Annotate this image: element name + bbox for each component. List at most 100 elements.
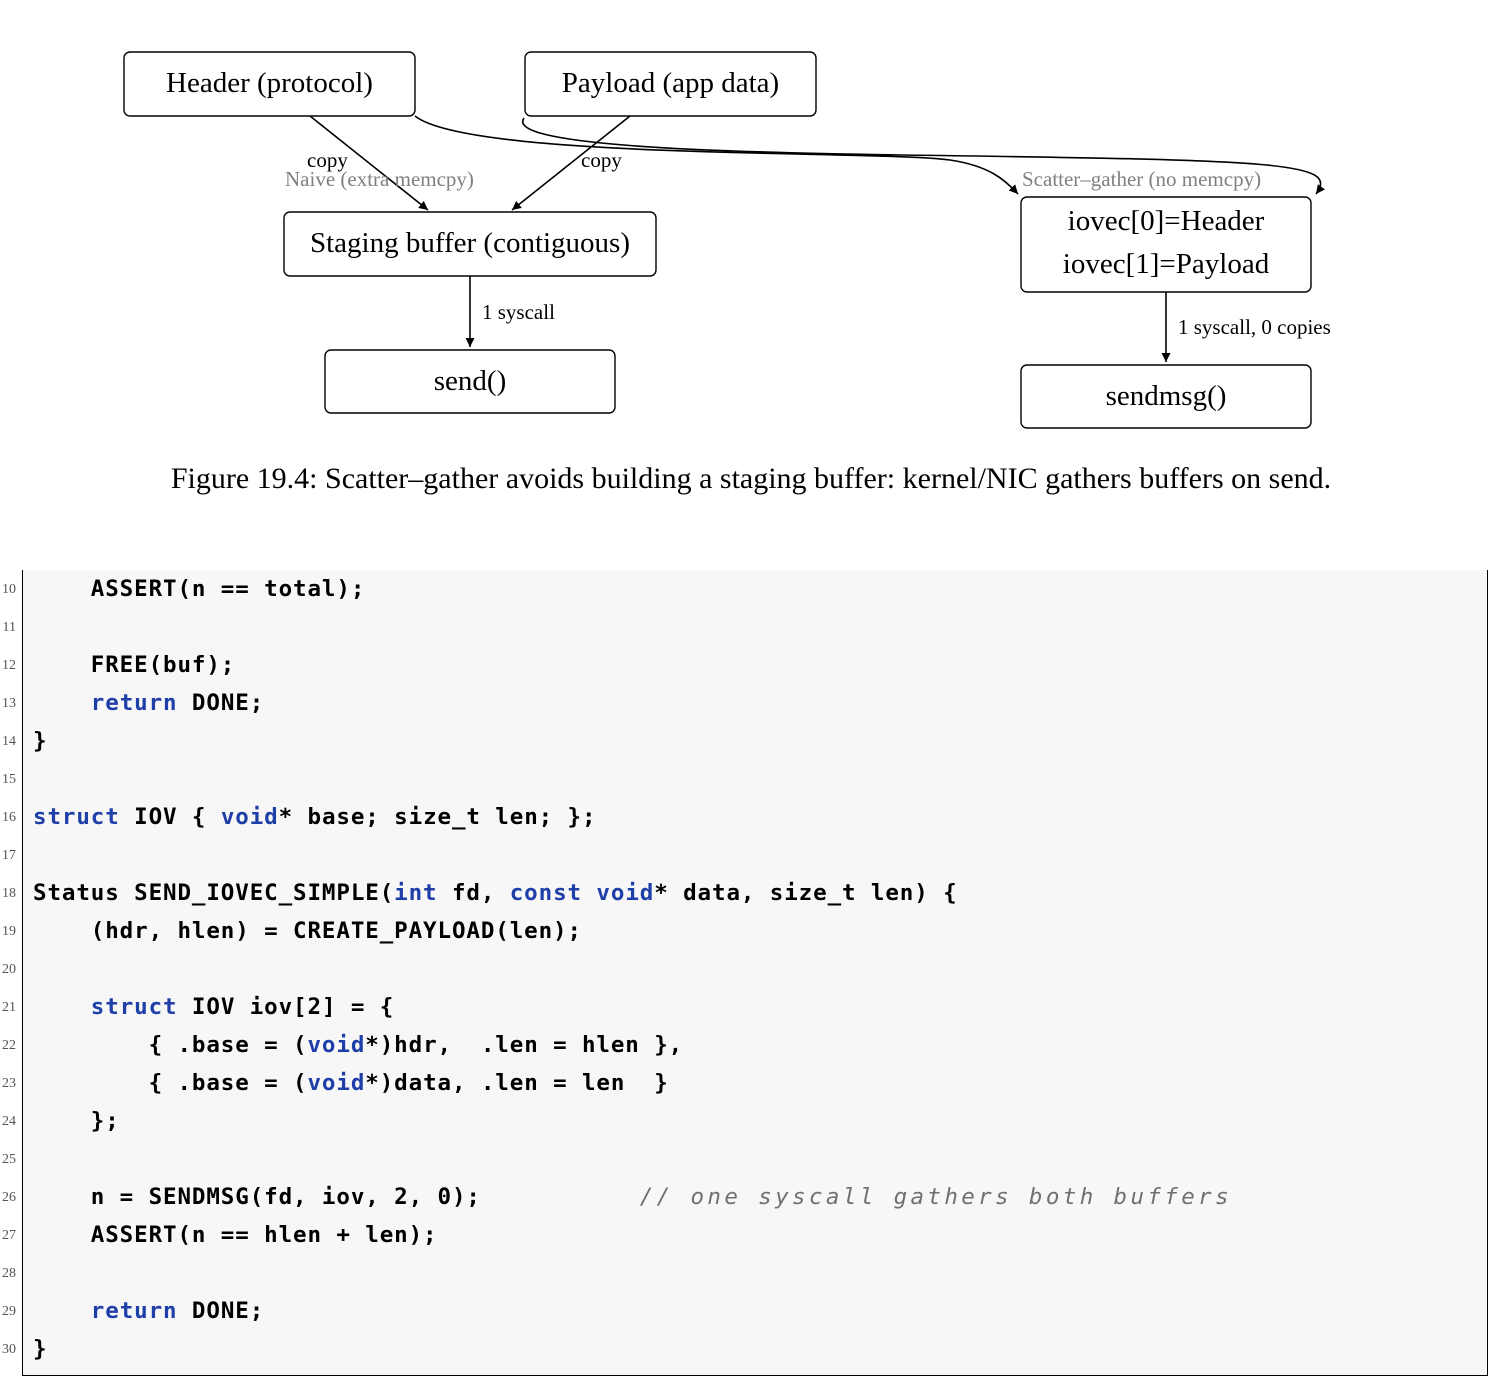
code-line: 29 return DONE; bbox=[0, 1292, 1502, 1330]
code-text: { .base = (void*)hdr, .len = hlen }, bbox=[33, 1026, 683, 1064]
node-header: Header (protocol) bbox=[123, 51, 416, 117]
code-text: }; bbox=[33, 1102, 120, 1140]
code-keyword: return bbox=[90, 690, 178, 716]
code-line: 18 Status SEND_IOVEC_SIMPLE(int fd, const… bbox=[0, 874, 1502, 912]
code-line: 28 bbox=[0, 1254, 1502, 1292]
node-header-label: Header (protocol) bbox=[166, 67, 373, 99]
node-staging-buffer-label: Staging buffer (contiguous) bbox=[310, 227, 630, 259]
node-sendmsg-label: sendmsg() bbox=[1106, 380, 1227, 412]
code-listing bbox=[22, 570, 1488, 1376]
code-token: fd, bbox=[437, 880, 510, 906]
code-token: } bbox=[33, 1336, 48, 1362]
line-number: 30 bbox=[2, 1342, 16, 1357]
code-token: DONE; bbox=[177, 690, 265, 716]
code-token: FREE(buf); bbox=[33, 652, 236, 678]
code-token: DONE; bbox=[177, 1298, 265, 1324]
node-iovec: iovec[0]=Header iovec[1]=Payload bbox=[1020, 196, 1312, 293]
code-text: return DONE; bbox=[33, 1292, 264, 1330]
code-keyword: int bbox=[394, 880, 438, 906]
code-line: 30} bbox=[0, 1330, 1502, 1368]
code-keyword: struct bbox=[90, 994, 178, 1020]
line-number: 27 bbox=[2, 1228, 16, 1243]
code-line: 21 struct IOV iov[2] = { bbox=[0, 988, 1502, 1026]
code-line: 26 n = SENDMSG(fd, iov, 2, 0); // one sy… bbox=[0, 1178, 1502, 1216]
code-line: 14} bbox=[0, 722, 1502, 760]
code-token: { .base = ( bbox=[33, 1032, 308, 1058]
code-line: 17 bbox=[0, 836, 1502, 874]
edge-payload-to-iovec bbox=[521, 117, 1325, 195]
node-iovec-line1: iovec[0]=Header bbox=[1068, 205, 1265, 237]
edge-header-to-iovec bbox=[414, 115, 1019, 195]
line-number: 22 bbox=[2, 1038, 16, 1053]
code-line: 13 return DONE; bbox=[0, 684, 1502, 722]
code-token: (hdr, hlen) = CREATE_PAYLOAD(len); bbox=[33, 918, 582, 944]
group-label-scatter-gather: Scatter–gather (no memcpy) bbox=[1022, 167, 1261, 191]
line-number: 10 bbox=[2, 582, 16, 597]
edge-label-copy-right: copy bbox=[581, 148, 622, 172]
code-text: (hdr, hlen) = CREATE_PAYLOAD(len); bbox=[33, 912, 582, 950]
group-label-naive: Naive (extra memcpy) bbox=[285, 167, 474, 191]
edge-payload-to-staging bbox=[511, 115, 631, 211]
code-text: struct IOV { void* base; size_t len; }; bbox=[33, 798, 596, 836]
code-text: return DONE; bbox=[33, 684, 264, 722]
code-token: IOV { bbox=[119, 804, 221, 830]
edge-label-copy-left: copy bbox=[307, 148, 348, 172]
code-text: Status SEND_IOVEC_SIMPLE(int fd, const v… bbox=[33, 874, 958, 912]
code-token: } bbox=[33, 728, 48, 754]
code-token bbox=[33, 690, 91, 716]
node-staging-buffer: Staging buffer (contiguous) bbox=[283, 211, 657, 277]
code-text: FREE(buf); bbox=[33, 646, 235, 684]
code-token: Status SEND_IOVEC_SIMPLE( bbox=[33, 880, 395, 906]
code-text: } bbox=[33, 722, 47, 760]
line-number: 14 bbox=[2, 734, 16, 749]
code-comment: // one syscall gathers both buffers bbox=[639, 1184, 1232, 1210]
code-text: ASSERT(n == hlen + len); bbox=[33, 1216, 438, 1254]
code-token: { .base = ( bbox=[33, 1070, 308, 1096]
code-line: 19 (hdr, hlen) = CREATE_PAYLOAD(len); bbox=[0, 912, 1502, 950]
code-text: ASSERT(n == total); bbox=[33, 570, 365, 608]
code-token: * data, size_t len) { bbox=[654, 880, 958, 906]
edge-label-one-syscall: 1 syscall bbox=[482, 300, 555, 324]
line-number: 12 bbox=[2, 658, 16, 673]
code-text: struct IOV iov[2] = { bbox=[33, 988, 394, 1026]
node-payload-label: Payload (app data) bbox=[562, 67, 779, 99]
line-number: 24 bbox=[2, 1114, 16, 1129]
code-keyword: void bbox=[307, 1032, 366, 1058]
line-number: 16 bbox=[2, 810, 16, 825]
line-number: 13 bbox=[2, 696, 16, 711]
code-token: }; bbox=[33, 1108, 120, 1134]
code-line: 23 { .base = (void*)data, .len = len } bbox=[0, 1064, 1502, 1102]
code-keyword: void bbox=[307, 1070, 366, 1096]
node-send-label: send() bbox=[434, 365, 506, 397]
code-line: 25 bbox=[0, 1140, 1502, 1178]
code-token: * base; size_t len; }; bbox=[278, 804, 597, 830]
code-token: n = SENDMSG(fd, iov, 2, 0); bbox=[33, 1184, 640, 1210]
code-token: IOV iov[2] = { bbox=[177, 994, 395, 1020]
code-keyword: struct bbox=[33, 804, 120, 830]
line-number: 11 bbox=[2, 620, 16, 635]
code-keyword: const bbox=[509, 880, 582, 906]
edge-header-to-staging bbox=[309, 115, 429, 211]
code-line: 22 { .base = (void*)hdr, .len = hlen }, bbox=[0, 1026, 1502, 1064]
code-text: } bbox=[33, 1330, 47, 1368]
code-token: ASSERT(n == total); bbox=[33, 576, 366, 602]
line-number: 20 bbox=[2, 962, 16, 977]
line-number: 19 bbox=[2, 924, 16, 939]
code-text: n = SENDMSG(fd, iov, 2, 0); // one sysca… bbox=[33, 1178, 1232, 1216]
line-number: 15 bbox=[2, 772, 16, 787]
line-number: 21 bbox=[2, 1000, 16, 1015]
code-token: ASSERT(n == hlen + len); bbox=[33, 1222, 438, 1248]
code-token bbox=[582, 880, 596, 906]
line-number: 25 bbox=[2, 1152, 16, 1167]
line-number: 18 bbox=[2, 886, 16, 901]
code-line: 15 bbox=[0, 760, 1502, 798]
code-token: *)data, .len = len } bbox=[365, 1070, 669, 1096]
code-token bbox=[33, 1298, 91, 1324]
code-keyword: void bbox=[220, 804, 279, 830]
line-number: 26 bbox=[2, 1190, 16, 1205]
code-text: { .base = (void*)data, .len = len } bbox=[33, 1064, 669, 1102]
scatter-gather-diagram: Header (protocol) Payload (app data) Sta… bbox=[123, 51, 1331, 429]
code-line: 24 }; bbox=[0, 1102, 1502, 1140]
edge-label-one-syscall-zero-copies: 1 syscall, 0 copies bbox=[1178, 315, 1331, 339]
code-line: 20 bbox=[0, 950, 1502, 988]
